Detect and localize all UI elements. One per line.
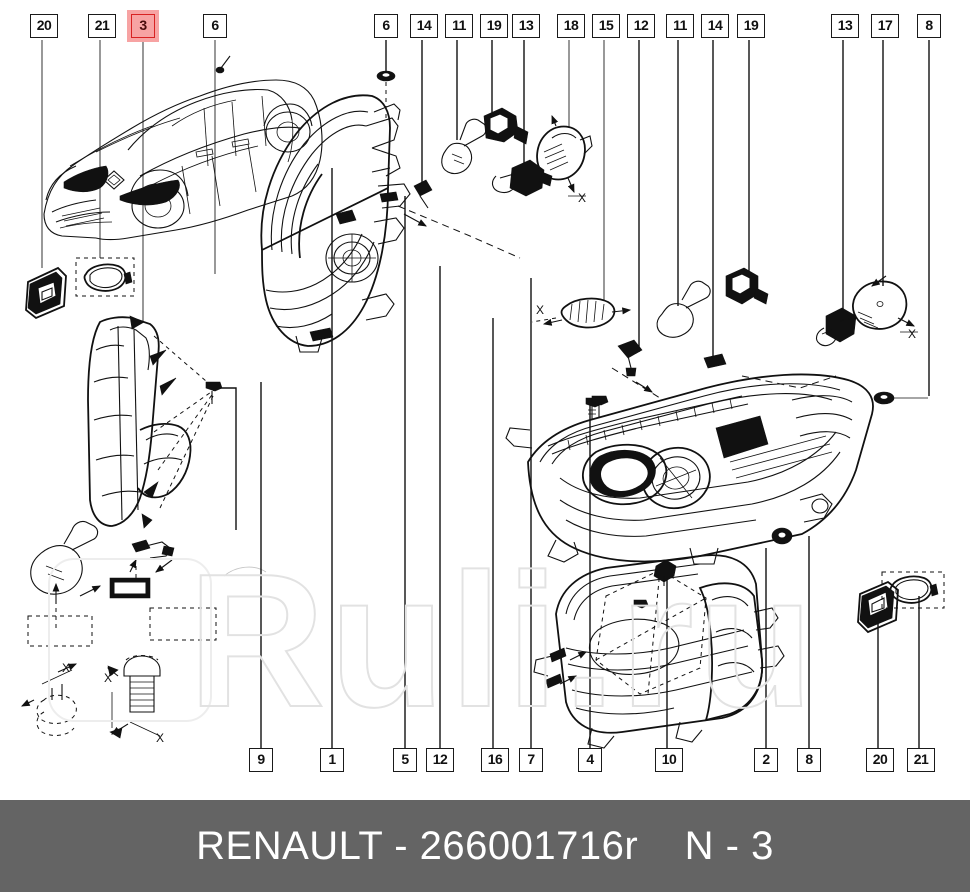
cap-18: X [536,114,593,205]
callout-top-14-13[interactable]: 14 [701,14,729,38]
diagram-artwork: .ln{fill:none;stroke:#111;stroke-width:1… [21,40,945,749]
left-module-and-gasket [25,257,135,320]
callout-bottom-16-4[interactable]: 16 [481,748,509,772]
callout-top-21-1[interactable]: 21 [88,14,116,38]
callout-top-19-14[interactable]: 19 [737,14,765,38]
callout-bottom-12-3[interactable]: 12 [426,748,454,772]
svg-text:X: X [62,661,70,675]
left-lamp-bracket [87,315,237,530]
leader-lines-top [41,40,930,396]
bulb-holder-13 [491,159,553,197]
callout-top-17-16[interactable]: 17 [871,14,899,38]
right-module-and-gasket [857,571,945,634]
socket-19-right [725,267,769,305]
footer-part-label: RENAULT - 266001716r N - 3 [196,823,774,868]
callout-top-6-4[interactable]: 6 [374,14,398,38]
callout-top-12-11[interactable]: 12 [627,14,655,38]
callout-top-13-8[interactable]: 13 [512,14,540,38]
callout-bottom-1-1[interactable]: 1 [320,748,344,772]
callout-bottom-21-11[interactable]: 21 [907,748,935,772]
bulb-11 [441,118,487,175]
callout-top-19-7[interactable]: 19 [480,14,508,38]
callout-top-8-17[interactable]: 8 [917,14,941,38]
lower-fog-lamp-module [533,554,785,749]
grommet-8-top [873,391,928,405]
svg-text:X: X [156,731,164,745]
screw-lower [633,599,649,609]
clip-12 [617,339,643,377]
callout-top-18-9[interactable]: 18 [557,14,585,38]
footer-bar: RENAULT - 266001716r N - 3 [0,800,970,892]
cap-15: X [531,297,632,329]
svg-text:X: X [104,671,112,685]
left-headlamp-assembly [260,94,411,353]
svg-text:X: X [578,191,586,205]
callout-top-11-6[interactable]: 11 [445,14,473,38]
svg-text:X: X [908,327,916,341]
callout-top-20-0[interactable]: 20 [30,14,58,38]
detail-bulb [30,520,99,595]
detail-bolt: X X [104,655,164,745]
bracket-screw-callouts [129,315,237,530]
callout-bottom-4-6[interactable]: 4 [578,748,602,772]
svg-text:X: X [536,303,544,317]
callout-bottom-7-5[interactable]: 7 [519,748,543,772]
callout-top-13-15[interactable]: 13 [831,14,859,38]
left-gasket [83,263,133,292]
small-parts-top-middle: X [376,70,593,209]
callout-bottom-2-8[interactable]: 2 [754,748,778,772]
callout-top-6-3[interactable]: 6 [203,14,227,38]
right-headlamp-assembly [505,367,874,565]
callout-bottom-9-0[interactable]: 9 [249,748,273,772]
detail-nut: X [21,661,78,736]
small-parts-middle-row: X [531,267,769,420]
bulb-socket-13-right [815,307,857,347]
bulb-11-right [656,280,711,338]
right-gasket [889,575,939,604]
diagram-canvas: Ruli.ru .ln{fill:none;stroke:#111;stroke… [21,40,945,749]
callout-bottom-10-7[interactable]: 10 [655,748,683,772]
callout-top-3-2[interactable]: 3 [131,14,155,38]
callout-bottom-20-10[interactable]: 20 [866,748,894,772]
callout-top-14-5[interactable]: 14 [410,14,438,38]
callout-top-15-10[interactable]: 15 [592,14,620,38]
vehicle-illustration [43,55,323,241]
assembly-axis-left [397,205,521,259]
socket-19 [483,107,529,145]
right-small-parts: X [815,275,928,405]
callout-bottom-8-9[interactable]: 8 [797,748,821,772]
cover-cap-17: X [835,275,918,341]
detail-bulb-screw-group: X X X [21,520,267,745]
detail-screw-small [131,539,175,559]
callout-top-11-12[interactable]: 11 [666,14,694,38]
callout-bottom-5-2[interactable]: 5 [393,748,417,772]
clip-14-right [703,353,727,369]
